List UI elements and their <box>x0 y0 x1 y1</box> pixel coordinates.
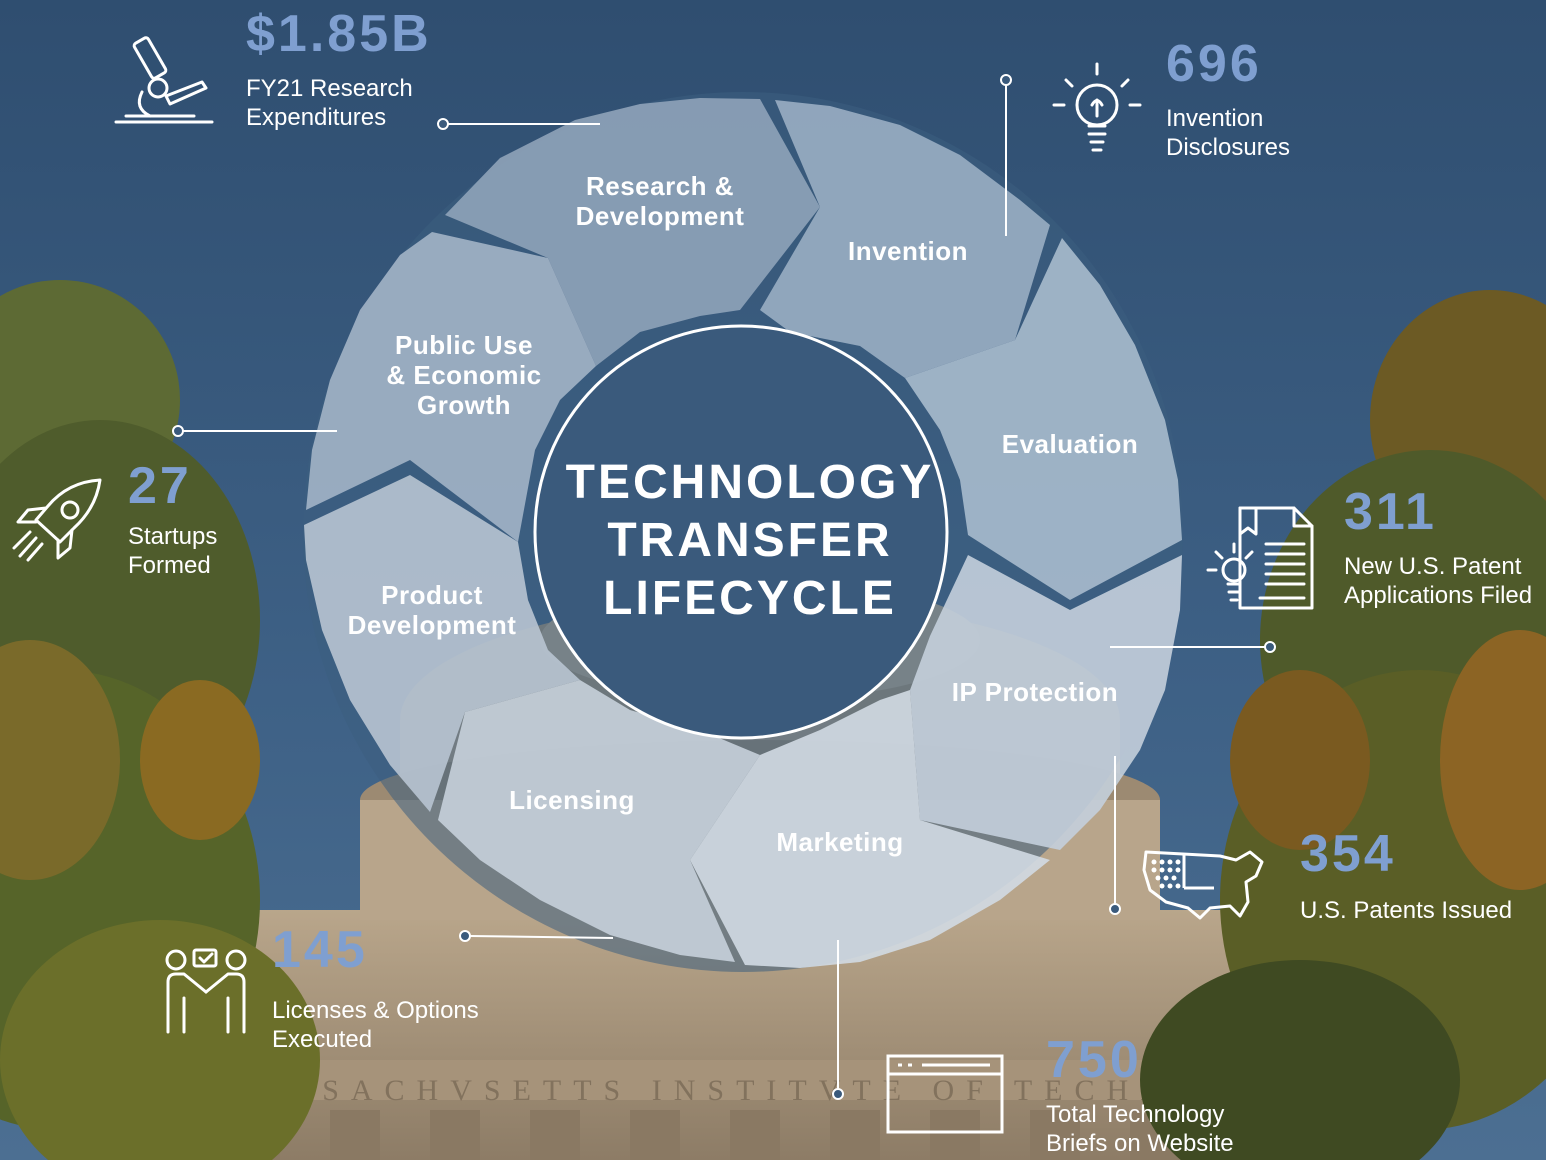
segment-label-evaluation: Evaluation <box>1001 429 1139 459</box>
microscope-icon <box>114 36 214 124</box>
segment-label-marketing: Marketing <box>776 827 904 857</box>
tree-foliage-left <box>0 280 320 1160</box>
stat-value: $1.85B <box>246 5 432 63</box>
stat-value: 145 <box>272 921 368 979</box>
stat-label: Startups Formed <box>128 523 218 579</box>
stat-research-expenditures: $1.85B FY21 Research Expenditures <box>246 8 432 132</box>
stat-value: 311 <box>1344 483 1437 541</box>
handshake-icon <box>165 948 247 1034</box>
segment-label-ip-protection: IP Protection <box>951 677 1119 707</box>
segment-label-product-development: Product Development <box>347 580 517 640</box>
rocket-icon <box>12 478 102 562</box>
stat-label: New U.S. Patent Applications Filed <box>1344 553 1533 609</box>
browser-window-icon <box>886 1054 1004 1134</box>
patent-document-icon <box>1206 506 1314 610</box>
stat-value: 27 <box>128 457 192 515</box>
stat-technology-briefs: 750 Total Technology Briefs on Website <box>1046 1034 1234 1158</box>
tree-foliage-right <box>1140 290 1546 1160</box>
stat-invention-disclosures: 696 Invention Disclosures <box>1166 38 1290 162</box>
segment-label-invention: Invention <box>847 236 969 266</box>
stat-label: FY21 Research Expenditures <box>246 75 413 131</box>
stat-label: U.S. Patents Issued <box>1300 897 1513 924</box>
stat-value: 354 <box>1300 825 1396 883</box>
stat-label: Total Technology Briefs on Website <box>1046 1101 1234 1157</box>
stat-patents-issued: 354 U.S. Patents Issued <box>1300 828 1512 925</box>
segment-evaluation <box>905 238 1182 600</box>
connector-lines <box>172 74 1276 1100</box>
segment-label-public-use: Public Use & Economic Growth <box>386 330 542 420</box>
segment-invention <box>760 100 1050 378</box>
segment-public-use <box>306 232 596 542</box>
stat-licenses-executed: 145 Licenses & Options Executed <box>272 924 479 1054</box>
stat-value: 750 <box>1046 1031 1142 1089</box>
segment-label-licensing: Licensing <box>509 785 635 815</box>
stat-label: Invention Disclosures <box>1166 105 1291 161</box>
center-title: TECHNOLOGY TRANSFER LIFECYCLE <box>565 456 935 625</box>
stat-patent-applications: 311 New U.S. Patent Applications Filed <box>1344 486 1532 610</box>
stat-startups-formed: 27 Startups Formed <box>128 460 217 580</box>
stat-label: Licenses & Options Executed <box>272 997 479 1053</box>
lightbulb-icon <box>1052 62 1142 152</box>
center-circle <box>533 324 949 740</box>
segment-marketing <box>690 690 1050 968</box>
stat-value: 696 <box>1166 35 1262 93</box>
segment-product-development <box>304 475 580 812</box>
segment-label-research-development: Research & Development <box>575 171 745 231</box>
segment-licensing <box>438 680 760 962</box>
segment-research-development <box>445 98 820 366</box>
us-map-icon <box>1142 850 1264 920</box>
